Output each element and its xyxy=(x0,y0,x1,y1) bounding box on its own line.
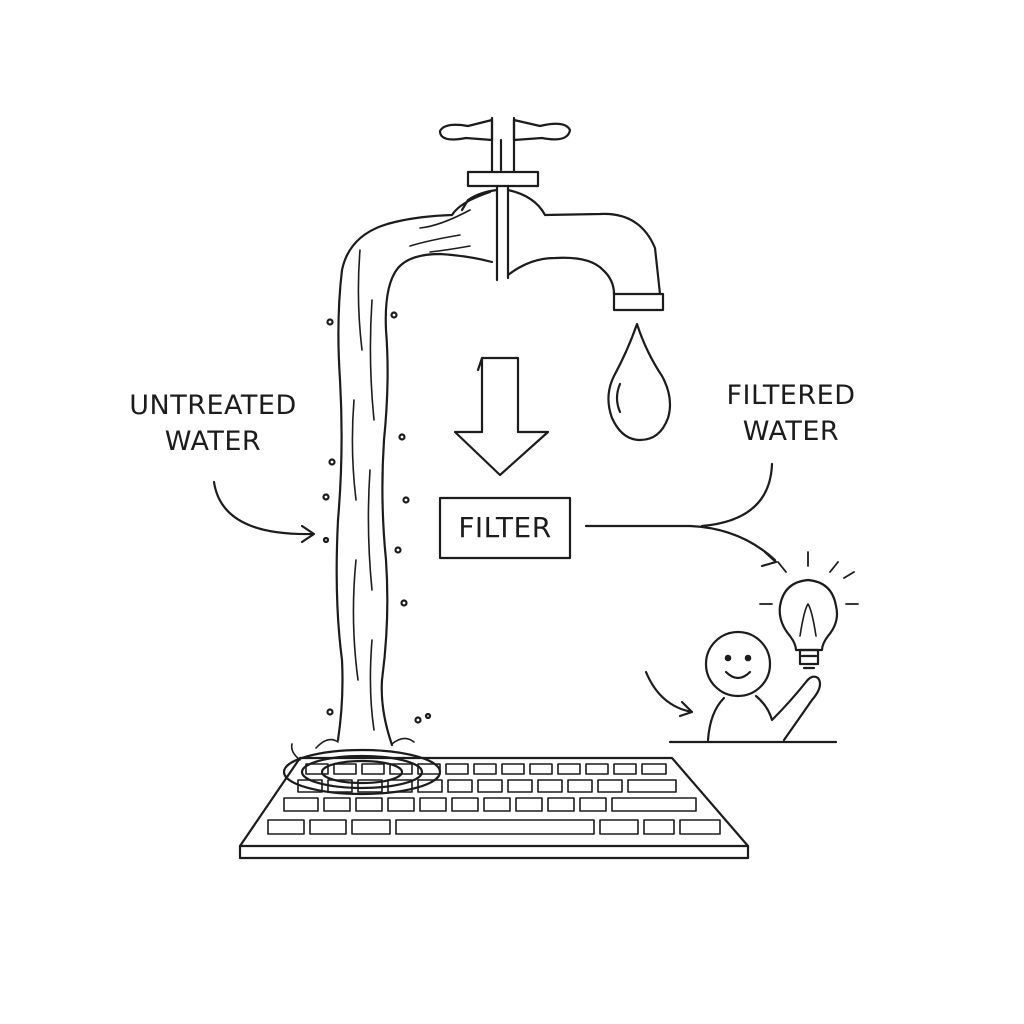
filtered-label-line-2: WATER xyxy=(742,416,840,447)
filtered-label-line-1: FILTERED xyxy=(726,380,856,411)
untreated-water-pointer xyxy=(212,480,316,544)
untreated-label-line-2: WATER xyxy=(164,426,262,457)
down-arrow-icon xyxy=(453,356,550,477)
water-drop-icon xyxy=(607,322,672,442)
faucet-icon xyxy=(438,116,665,312)
untreated-label-line-1: UNTREATED xyxy=(129,390,297,421)
filter-box xyxy=(438,496,572,560)
idea-pointer-arrow xyxy=(644,670,694,718)
keyboard-icon xyxy=(238,756,750,860)
light-bulb-icon xyxy=(759,551,859,670)
untreated-water-label: UNTREATED WATER xyxy=(118,388,308,460)
filtered-water-pointer xyxy=(700,462,774,528)
filter-to-idea-arrow xyxy=(584,524,778,568)
smiling-person-icon xyxy=(668,630,838,744)
filter-label: FILTER xyxy=(458,511,552,544)
untreated-water-stream xyxy=(282,190,494,796)
filtered-water-label: FILTERED WATER xyxy=(706,378,876,450)
